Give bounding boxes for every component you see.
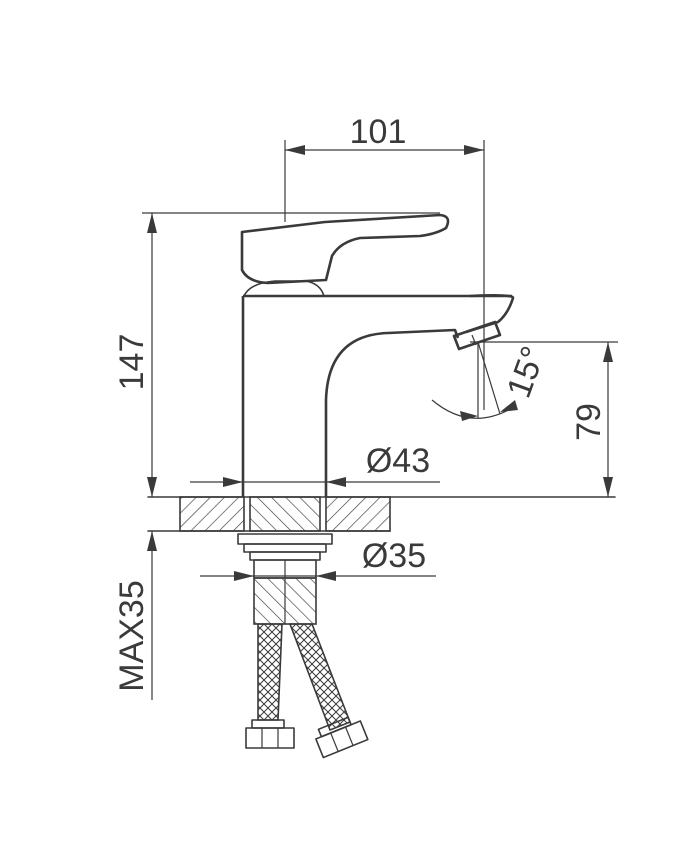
faucet-body — [240, 213, 515, 497]
dimension-angle: 15° — [431, 341, 553, 421]
countertop-section — [147, 496, 616, 532]
body-diameter-label: Ø43 — [366, 442, 430, 480]
angle-label: 15° — [500, 341, 553, 402]
width-label: 101 — [350, 113, 407, 151]
spout — [465, 294, 515, 334]
handle-base — [243, 280, 325, 297]
aerator — [452, 320, 502, 351]
handle-lever — [240, 213, 450, 285]
dimension-body-diameter: Ø43 — [190, 442, 440, 487]
dimension-width: 101 — [284, 113, 485, 410]
dimension-hole-diameter: Ø35 — [200, 537, 436, 581]
dimension-height: 147 — [113, 212, 440, 497]
dimension-max-thickness: MAX35 — [113, 531, 157, 700]
spout-height-label: 79 — [570, 403, 608, 441]
mounting-hardware — [237, 533, 333, 625]
aerator-detail — [471, 334, 477, 346]
hole-diameter-label: Ø35 — [362, 537, 426, 575]
max-thickness-label: MAX35 — [113, 580, 151, 692]
height-label: 147 — [113, 334, 151, 391]
body-outline — [241, 294, 512, 497]
supply-hoses — [245, 623, 369, 759]
dimension-spout-height: 79 — [470, 341, 618, 497]
